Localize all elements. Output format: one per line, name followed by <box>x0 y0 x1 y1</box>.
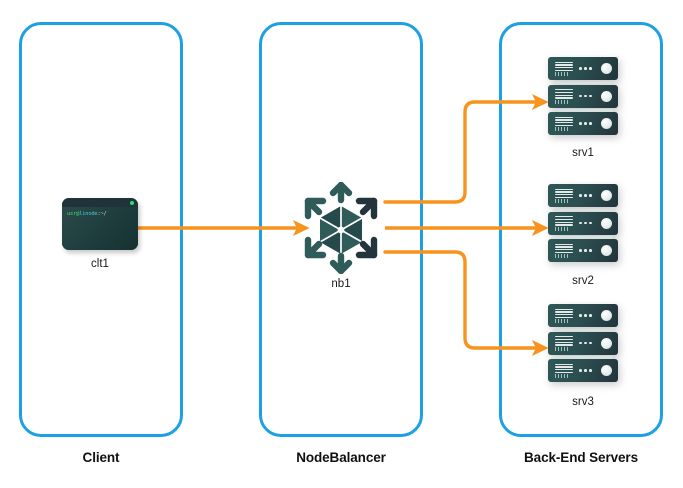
rack-unit <box>548 331 618 355</box>
rack-bars-icon <box>555 72 568 76</box>
terminal-prompt-user: usr@ <box>67 211 80 217</box>
rack-unit <box>548 359 618 382</box>
rack-unit <box>548 239 618 262</box>
rack-dots-icon <box>579 67 592 70</box>
server-rack-icon-srv1[interactable] <box>548 57 618 135</box>
rack-lines-icon <box>555 216 573 227</box>
rack-knob-icon <box>601 118 612 129</box>
zone-label-backend: Back-End Servers <box>524 450 638 465</box>
rack-knob-icon <box>601 310 612 321</box>
terminal-body: usr@linode:~/ <box>62 207 138 250</box>
node-label-nb1: nb1 <box>331 278 351 290</box>
rack-knob-icon <box>601 337 612 349</box>
zone-label-nodebalancer: NodeBalancer <box>296 450 386 465</box>
rack-bars-icon <box>555 199 568 203</box>
rack-divider <box>553 356 613 359</box>
rack-dots-icon <box>579 369 592 372</box>
status-dot-icon <box>130 200 134 205</box>
node-label-srv3: srv3 <box>572 396 594 408</box>
rack-bars-icon <box>555 99 568 104</box>
rack-dots-icon <box>579 194 592 197</box>
rack-divider <box>553 81 613 84</box>
rack-divider <box>553 208 613 211</box>
rack-unit <box>548 211 618 235</box>
rack-knob-icon <box>601 190 612 201</box>
rack-dots-icon <box>579 341 592 345</box>
rack-unit <box>548 304 618 327</box>
node-label-srv1: srv1 <box>572 147 594 159</box>
rack-unit <box>548 112 618 135</box>
node-label-srv2: srv2 <box>572 275 594 287</box>
rack-lines-icon <box>555 336 573 347</box>
rack-lines-icon <box>555 188 573 200</box>
rack-bars-icon <box>555 254 568 258</box>
zone-label-client: Client <box>82 450 120 465</box>
rack-lines-icon <box>555 308 573 320</box>
terminal-prompt-path: :~/ <box>97 211 107 217</box>
rack-lines-icon <box>555 243 573 255</box>
rack-dots-icon <box>579 221 592 225</box>
rack-unit <box>548 57 618 80</box>
server-rack-icon-srv2[interactable] <box>548 184 618 262</box>
nb-hex-core <box>319 205 363 255</box>
terminal-titlebar <box>62 198 138 207</box>
node-label-clt1: clt1 <box>91 258 109 270</box>
nodebalancer-icon[interactable] <box>298 181 384 275</box>
rack-lines-icon <box>555 116 573 128</box>
rack-dots-icon <box>579 314 592 317</box>
rack-bars-icon <box>555 374 568 378</box>
rack-knob-icon <box>601 90 612 102</box>
rack-unit <box>548 84 618 108</box>
rack-divider <box>553 109 613 112</box>
rack-bars-icon <box>555 319 568 323</box>
rack-dots-icon <box>579 94 592 98</box>
rack-bars-icon <box>555 226 568 231</box>
rack-lines-icon <box>555 89 573 100</box>
terminal-prompt: usr@linode:~/ <box>67 211 107 217</box>
rack-dots-icon <box>579 122 592 125</box>
rack-lines-icon <box>555 61 573 73</box>
server-rack-icon-srv3[interactable] <box>548 304 618 382</box>
terminal-icon[interactable]: usr@linode:~/ <box>62 198 138 250</box>
rack-dots-icon <box>579 249 592 252</box>
terminal-prompt-host: linode <box>79 211 98 217</box>
rack-bars-icon <box>555 127 568 131</box>
rack-knob-icon <box>601 217 612 229</box>
rack-lines-icon <box>555 363 573 375</box>
rack-knob-icon <box>601 63 612 74</box>
rack-unit <box>548 184 618 207</box>
rack-bars-icon <box>555 346 568 351</box>
rack-knob-icon <box>601 365 612 376</box>
rack-knob-icon <box>601 245 612 256</box>
rack-divider <box>553 236 613 239</box>
rack-divider <box>553 328 613 331</box>
